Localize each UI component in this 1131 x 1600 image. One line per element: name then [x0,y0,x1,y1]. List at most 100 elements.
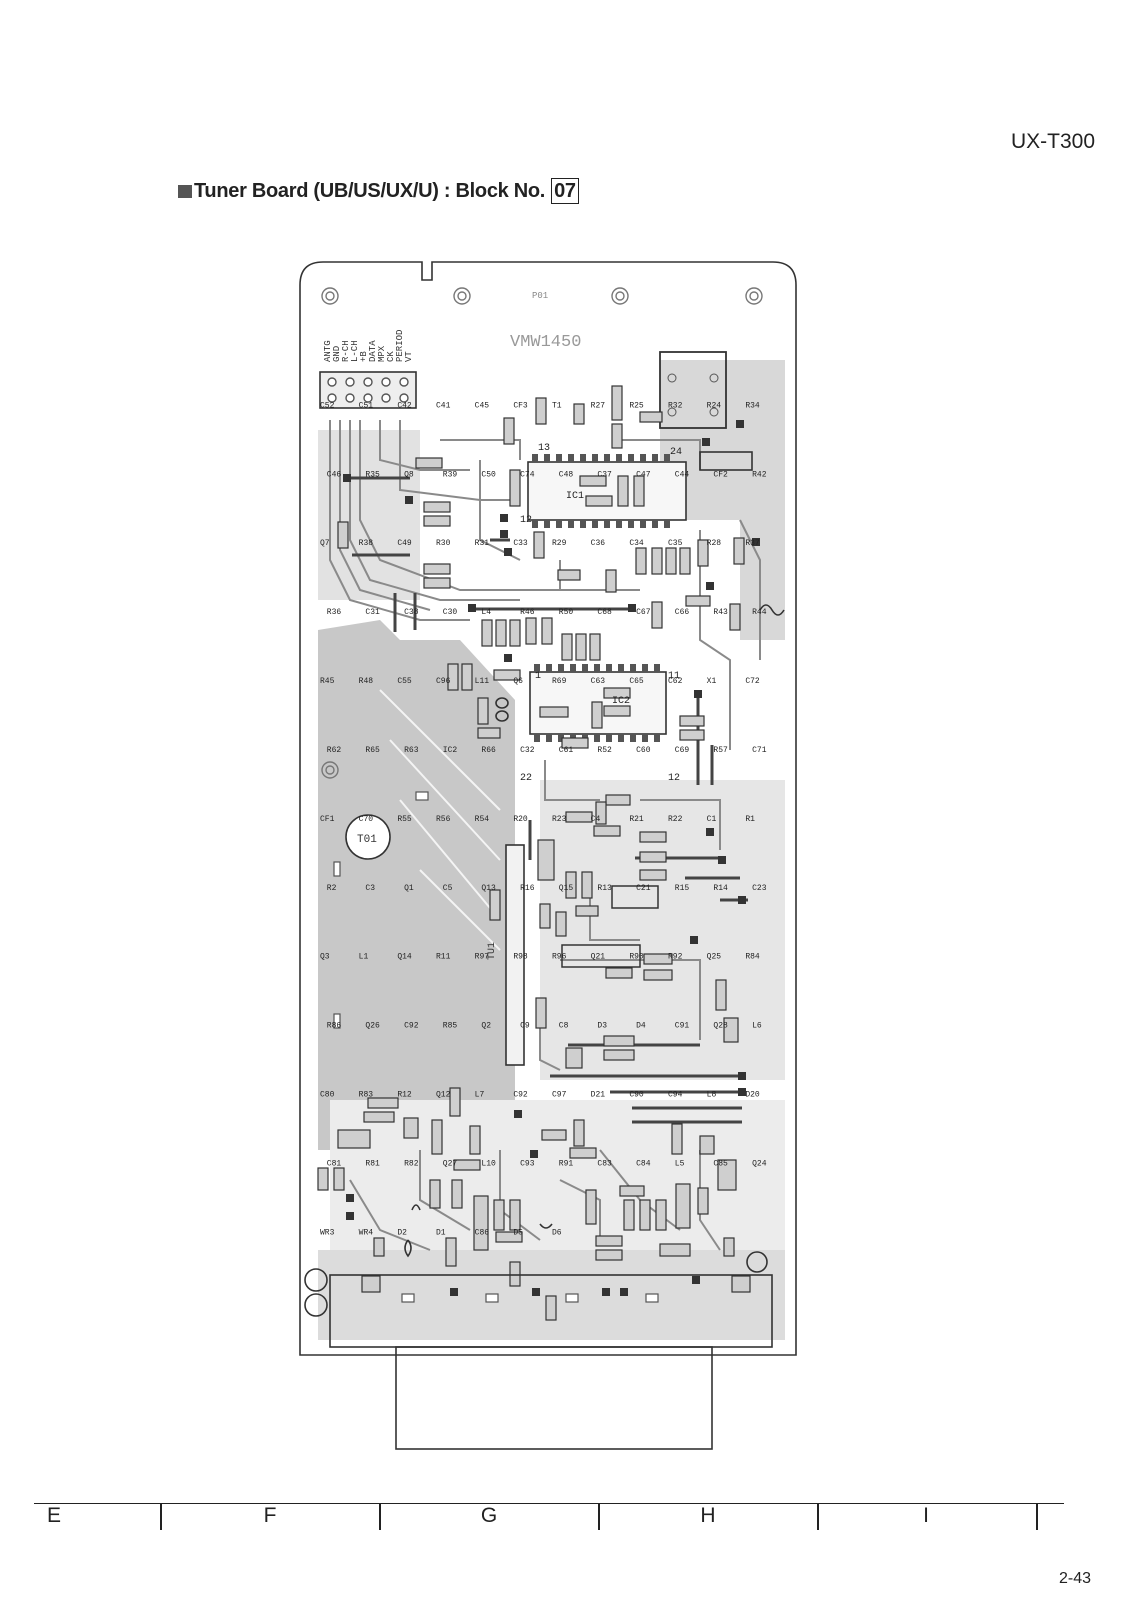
tu1-module [505,844,525,1066]
component-label: D3 [597,1022,607,1031]
component-label: R83 [359,1091,374,1100]
component-label: C3 [365,884,375,893]
component-label: D2 [397,1228,407,1237]
component-label: R27 [591,401,606,410]
component-label: R55 [397,815,412,824]
component-label: C44 [675,470,690,479]
component-label: R38 [359,539,374,548]
ground-plane-lower [330,1100,785,1250]
component-label: C74 [520,470,535,479]
component-label: R92 [668,953,683,962]
diagram-title: Tuner Board (UB/US/UX/U) : Block No. 07 [178,178,579,204]
component-label: L10 [481,1160,496,1169]
component-label: R62 [327,746,342,755]
component-label: R97 [475,953,490,962]
cf2-filter [699,451,753,471]
component-label: R37 [745,539,760,548]
component-label: C30 [443,608,458,617]
component-label: C9 [520,1022,530,1031]
component-label: R16 [520,884,535,893]
component-label: R36 [327,608,342,617]
connector-pin-label: +B [359,351,369,362]
connector-pin-label: ANTG [323,340,333,362]
component-label: C48 [559,470,574,479]
component-label: Q2 [481,1022,491,1031]
component-label: C86 [475,1228,490,1237]
q13-package [561,944,641,968]
component-label: Q12 [436,1091,451,1100]
ic-pin-number: 1 [535,671,541,682]
component-label: C69 [675,746,690,755]
wr4-ring [304,1293,328,1317]
jumpers [345,476,748,1124]
component-label: L4 [481,608,491,617]
component-label: R22 [668,815,683,824]
component-label: Q3 [320,953,330,962]
ic-label: IC2 [612,696,630,707]
component-label: C55 [397,677,412,686]
component-label: C97 [552,1091,567,1100]
component-label: R24 [707,401,722,410]
component-label: C66 [675,608,690,617]
component-label: R69 [552,677,567,686]
component-label: C32 [520,746,535,755]
component-label: C46 [327,470,342,479]
ic-pin-number: 12 [668,773,680,784]
component-label: C70 [359,815,374,824]
connector-slots [333,791,659,1303]
zone-label: F [263,1504,277,1527]
component-label: C34 [629,539,644,548]
component-label: R81 [365,1160,380,1169]
component-label: R20 [513,815,528,824]
component-label: Q25 [707,953,722,962]
connector-pin-label: VT [404,351,414,362]
component-label: R44 [752,608,767,617]
zone-label: G [480,1504,498,1527]
component-label: WR4 [359,1228,374,1237]
component-label: Q26 [365,1022,380,1031]
component-label: D4 [636,1022,646,1031]
component-label: R32 [668,401,683,410]
component-label: D21 [591,1091,606,1100]
component-label: C85 [713,1160,728,1169]
ic-label: IC1 [566,491,584,502]
page-number: 2-43 [1058,1570,1091,1587]
component-label: C5 [443,884,453,893]
component-label: Q13 [481,884,496,893]
component-label: R85 [443,1022,458,1031]
ic-pin-number: 22 [520,773,532,784]
ic1-package [527,454,687,528]
component-label: C92 [404,1022,419,1031]
ic-pin-number: 12 [520,515,532,526]
component-label: R30 [436,539,451,548]
component-label: R12 [397,1091,412,1100]
zone-divider [598,1504,600,1530]
component-label: T1 [552,401,562,410]
t1-transformer [659,351,727,429]
component-label: L5 [675,1160,685,1169]
bullet-square-icon [178,184,192,198]
ground-plane-upper [318,430,420,600]
component-label: R91 [559,1160,574,1169]
connector-pin-label: L-CH [350,340,360,362]
component-label: C84 [636,1160,651,1169]
corner-ring [746,1251,768,1273]
connector-pin-label: GND [332,346,342,362]
zone-divider [379,1504,381,1530]
component-label: R82 [404,1160,419,1169]
connector-pads [327,377,409,403]
component-label: C36 [591,539,606,548]
component-label: Q21 [591,953,606,962]
ground-plane-mid [540,780,785,1080]
component-label: D20 [745,1091,760,1100]
component-label: R29 [552,539,567,548]
t01-coil [345,814,391,860]
component-label: C67 [636,608,651,617]
component-label: C50 [481,470,496,479]
zone-label: E [46,1504,61,1527]
component-label: L6 [752,1022,762,1031]
component-label: C1 [707,815,717,824]
component-label: R46 [520,608,535,617]
component-label: Q14 [397,953,412,962]
